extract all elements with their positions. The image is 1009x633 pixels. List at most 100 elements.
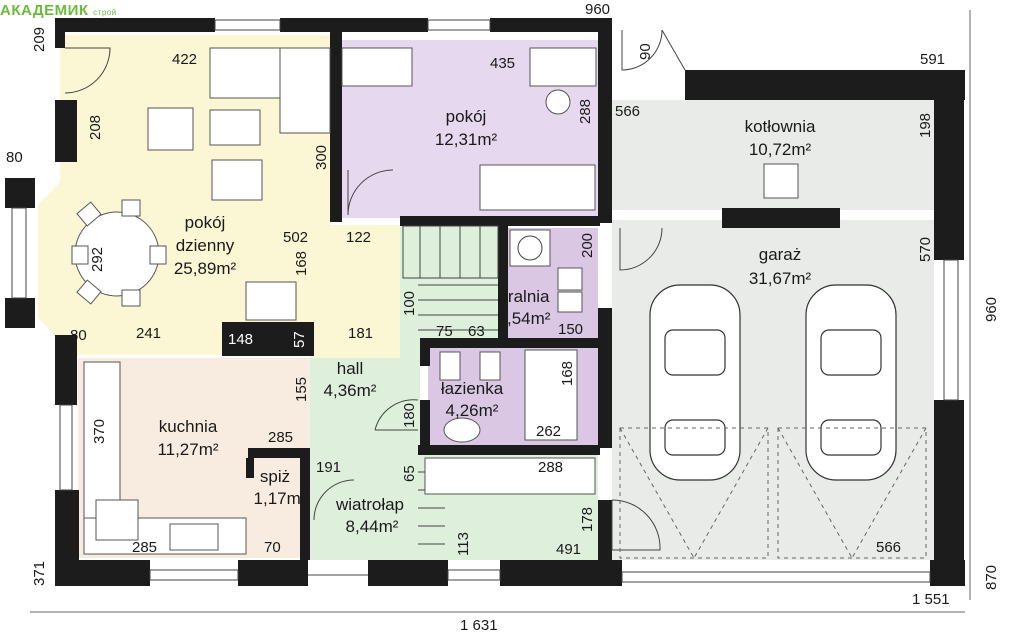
dimension-label: 570 [917,237,934,262]
room-area: 2,54m² [498,309,551,328]
window [943,259,959,401]
wall [598,308,612,448]
toilet [439,351,461,381]
dimension-label: 285 [268,429,293,446]
dimension-label: 591 [920,51,945,68]
dimension-label: 960 [983,297,1000,322]
dimension-label: 65 [401,465,418,482]
dimension-label: 208 [87,115,104,140]
dimension-label: 502 [283,229,308,246]
dimension-label: 292 [89,247,106,272]
wall [300,448,310,560]
desk [529,47,597,87]
dimension-label: 566 [876,539,901,556]
wall [598,500,612,560]
wall [685,70,965,100]
room-area: 4,36m² [324,381,377,400]
dimension-label: 435 [490,55,515,72]
garage-door-swing [619,427,927,559]
wardrobe [341,47,413,87]
window [214,19,281,31]
car [805,284,897,481]
room-name: spiż [260,467,290,486]
wardrobe [424,457,596,495]
wall [246,458,254,478]
room-area: 4,26m² [446,401,499,420]
dimension-label: 370 [91,419,108,444]
wall [420,338,430,366]
dimension-label: 155 [293,377,310,402]
pantry-fill [252,455,304,555]
room-name: garaż [759,245,802,264]
room-name: wiatrołap [335,495,404,514]
dimension-label: 960 [585,1,610,18]
dimension-label: 288 [538,459,563,476]
wall [418,445,600,455]
room-name: kuchnia [159,417,218,436]
wall [55,100,77,162]
door-swing [313,479,355,521]
dimension-label: 181 [348,325,373,342]
dimension-label: 371 [31,561,48,586]
dimension-label: 90 [637,43,654,60]
bed [479,164,596,211]
window [621,571,931,583]
room-area: 1,17m² [254,489,307,508]
dimension-label: 1 551 [912,591,950,608]
wall [934,400,964,585]
dimension-label: 168 [559,361,576,386]
wall [5,298,35,328]
dimension-label: 241 [136,325,161,342]
dimension-label: 75 [436,323,453,340]
chair [545,89,571,115]
dimension-label: 285 [132,539,157,556]
door-swing [64,47,111,94]
wall [498,226,508,341]
dimension-label: 122 [346,229,371,246]
dimension-label: 148 [228,331,253,348]
wall [55,335,77,405]
staircase [402,225,499,545]
dimension-label: 870 [983,565,1000,590]
dimension-label: 150 [558,321,583,338]
dimension-label: 300 [313,145,330,170]
wall [490,18,610,32]
wall [248,448,310,458]
room-name: kotłownia [745,117,816,136]
room-area: 8,44m² [346,517,399,536]
dimension-label: 209 [31,27,48,52]
wall [368,560,448,586]
window [11,207,27,299]
logo-subtext: строй [93,8,117,17]
room-name: pokój [185,213,226,232]
fireplace [245,281,297,321]
window [149,569,239,581]
armchair [211,159,263,201]
wall [400,216,600,226]
dimension-label: 168 [293,251,310,276]
washing-machine [509,229,551,267]
armchair [147,107,194,151]
dimension-label: 180 [401,403,418,428]
dimension-label: 198 [917,113,934,138]
window [447,569,501,581]
company-logo: АКАДЕМИК строй [0,2,117,19]
dimension-label: 70 [264,539,281,556]
room-area: 10,72m² [749,140,812,159]
dimension-label: 262 [536,423,561,440]
wall [598,18,612,223]
boiler [763,163,799,199]
wall [930,560,965,586]
wall [330,32,342,222]
room-name: łazienka [441,379,504,398]
bidet [479,351,501,381]
window [427,19,491,31]
dimension-label: 566 [615,103,640,120]
hall-fill [310,225,500,455]
door-swing [611,499,661,551]
room-name: pralnia [498,287,550,306]
dimension-label: 1 631 [460,617,498,633]
dimension-label: 422 [172,51,197,68]
dimension-label: 113 [455,532,472,556]
